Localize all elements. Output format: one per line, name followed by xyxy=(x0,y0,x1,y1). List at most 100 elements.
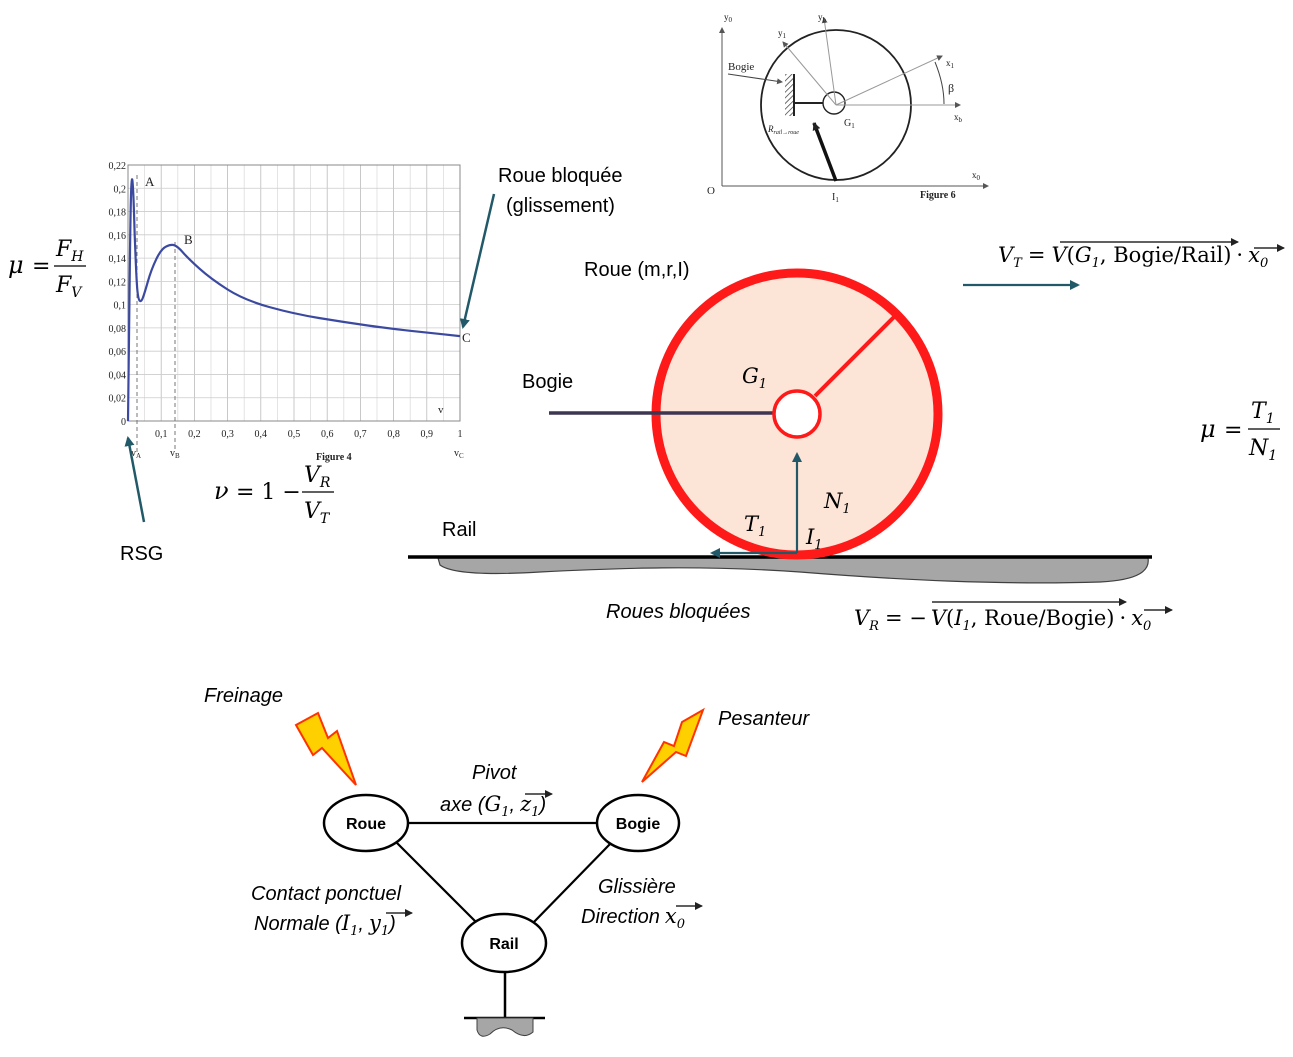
y-tick-label: 0,16 xyxy=(109,231,127,242)
svg-text:=: = xyxy=(32,254,50,279)
svg-text:VR= −V(I1, Roue/Bogie)·x0: VR= −V(I1, Roue/Bogie)·x0 xyxy=(854,606,1151,634)
svg-text:μ: μ xyxy=(1200,415,1216,443)
y-tick-label: 0,14 xyxy=(109,254,127,265)
fig6-r-label: Rrail→roue xyxy=(767,124,799,136)
svg-text:=: = xyxy=(1224,418,1242,443)
glissiere-label: Glissière xyxy=(598,876,676,898)
roue-bloquee-label: Roue bloquée xyxy=(498,165,623,187)
y-tick-label: 0,06 xyxy=(109,347,127,358)
glissement-label: (glissement) xyxy=(506,195,615,217)
pivot-label: Pivot xyxy=(472,762,518,784)
x-tick-label: 0,4 xyxy=(255,429,268,440)
fig6-o: O xyxy=(707,185,715,197)
point-c-label: C xyxy=(462,330,471,345)
normale-label: Normale (I1,y1) xyxy=(254,911,396,939)
rsg-arrow xyxy=(124,436,146,523)
x-tick-label: 0,6 xyxy=(321,429,334,440)
equation-mu-t1-n1: μ = T1 N1 xyxy=(1200,399,1280,464)
node-bogie xyxy=(595,793,681,853)
x-tick-label: 0,1 xyxy=(155,429,168,440)
chart-grid xyxy=(128,165,460,421)
fig6-beta: β xyxy=(948,81,954,95)
fig6-bogie-hatch xyxy=(785,74,794,116)
x-tick-label: 0,2 xyxy=(188,429,201,440)
vc-label: vC xyxy=(454,448,464,460)
y-tick-label: 0 xyxy=(121,417,126,428)
svg-text:N1: N1 xyxy=(1248,436,1277,464)
svg-text:ν: ν xyxy=(214,477,229,505)
contact-ponctuel-label: Contact ponctuel xyxy=(251,883,402,905)
equation-vr: VR= −V(I1, Roue/Bogie)·x0 xyxy=(854,598,1173,634)
x-tick-label: 1 xyxy=(458,429,463,440)
y-tick-label: 0,2 xyxy=(114,184,127,195)
liaison-graph: Roue Bogie Rail Freinage Pesanteur Pivot… xyxy=(204,685,811,1037)
equation-vt: VT=V(G1, Bogie/Rail)·x0 xyxy=(998,238,1285,271)
y-tick-label: 0,18 xyxy=(109,208,127,219)
x-tick-label: 0,7 xyxy=(354,429,367,440)
fig6-x1: x1 xyxy=(946,58,955,70)
svg-text:VT: VT xyxy=(304,499,331,527)
node-rail xyxy=(460,912,548,974)
n1-label: N1 xyxy=(823,489,851,517)
x-tick-label: 0,3 xyxy=(221,429,234,440)
y-tick-label: 0,12 xyxy=(109,277,127,288)
freinage-label: Freinage xyxy=(204,685,283,707)
svg-text:T1: T1 xyxy=(1251,399,1275,427)
friction-chart: 0,220,20,180,160,140,120,10,080,060,040,… xyxy=(109,161,471,463)
figure6-diagram: y0 x0 O yb y1 x1 xb β Bogie Rrail→roue G… xyxy=(707,12,989,204)
x-tick-label: 0,8 xyxy=(387,429,400,440)
bogie-label: Bogie xyxy=(522,371,573,393)
svg-text:μ: μ xyxy=(8,251,24,279)
friction-curve xyxy=(126,178,461,422)
y-tick-label: 0,04 xyxy=(109,370,127,381)
svg-text:FV: FV xyxy=(55,273,83,301)
t1-label: T1 xyxy=(744,512,766,540)
wheel-spoke xyxy=(813,314,897,398)
y-tick-label: 0,1 xyxy=(114,301,127,312)
pesanteur-label: Pesanteur xyxy=(718,708,811,730)
fig6-y0: y0 xyxy=(724,12,733,24)
equation-mu-fh-fv: μ = FH FV xyxy=(8,237,86,301)
chart-y-ticks: 0,220,20,180,160,140,120,10,080,060,040,… xyxy=(109,161,127,428)
equation-nu: ν = 1 − VR VT xyxy=(214,463,334,527)
svg-text:Roue: Roue xyxy=(346,816,386,833)
point-a-label: A xyxy=(145,174,155,189)
va-label: vA xyxy=(131,448,141,460)
fig6-reaction-arrow xyxy=(812,122,838,182)
edge-roue-rail xyxy=(395,841,479,925)
svg-text:Bogie: Bogie xyxy=(616,816,661,833)
rail-ground xyxy=(437,557,1149,584)
pivot-axis-label: axe (G1,z1) xyxy=(440,792,546,820)
roue-bloquee-arrow xyxy=(459,193,496,329)
fig6-xb: xb xyxy=(954,112,963,124)
i1-label: I1 xyxy=(805,525,823,553)
fig6-bogie-label: Bogie xyxy=(728,61,754,73)
x-tick-label: 0,5 xyxy=(288,429,301,440)
figure6-caption: Figure 6 xyxy=(920,190,956,201)
svg-text:VT=V(G1, Bogie/Rail)·x0: VT=V(G1, Bogie/Rail)·x0 xyxy=(998,243,1268,271)
svg-text:= 1 −: = 1 − xyxy=(236,480,301,505)
svg-text:VR: VR xyxy=(304,463,331,491)
roue-mrl-label: Roue (m,r,I) xyxy=(584,259,690,281)
x-tick-label: 0,9 xyxy=(421,429,434,440)
fig6-g1: G1 xyxy=(844,118,855,130)
fig6-i1: I1 xyxy=(832,192,839,204)
rail-label: Rail xyxy=(442,519,476,541)
svg-text:Rail: Rail xyxy=(489,936,518,953)
roues-bloquees-label: Roues bloquées xyxy=(606,601,751,623)
node-roue xyxy=(322,793,410,853)
x-axis-letter: v xyxy=(438,404,444,416)
fig6-x0: x0 xyxy=(972,170,981,182)
y-tick-label: 0,02 xyxy=(109,394,127,405)
g1-label: G1 xyxy=(742,364,767,392)
svg-text:FH: FH xyxy=(55,237,84,265)
edge-bogie-rail xyxy=(531,843,611,925)
fig6-y1: y1 xyxy=(778,28,787,40)
rsg-label: RSG xyxy=(120,543,163,565)
fig6-yb: yb xyxy=(818,12,827,24)
ground-symbol xyxy=(476,1017,534,1037)
pesanteur-lightning-icon xyxy=(641,707,705,783)
